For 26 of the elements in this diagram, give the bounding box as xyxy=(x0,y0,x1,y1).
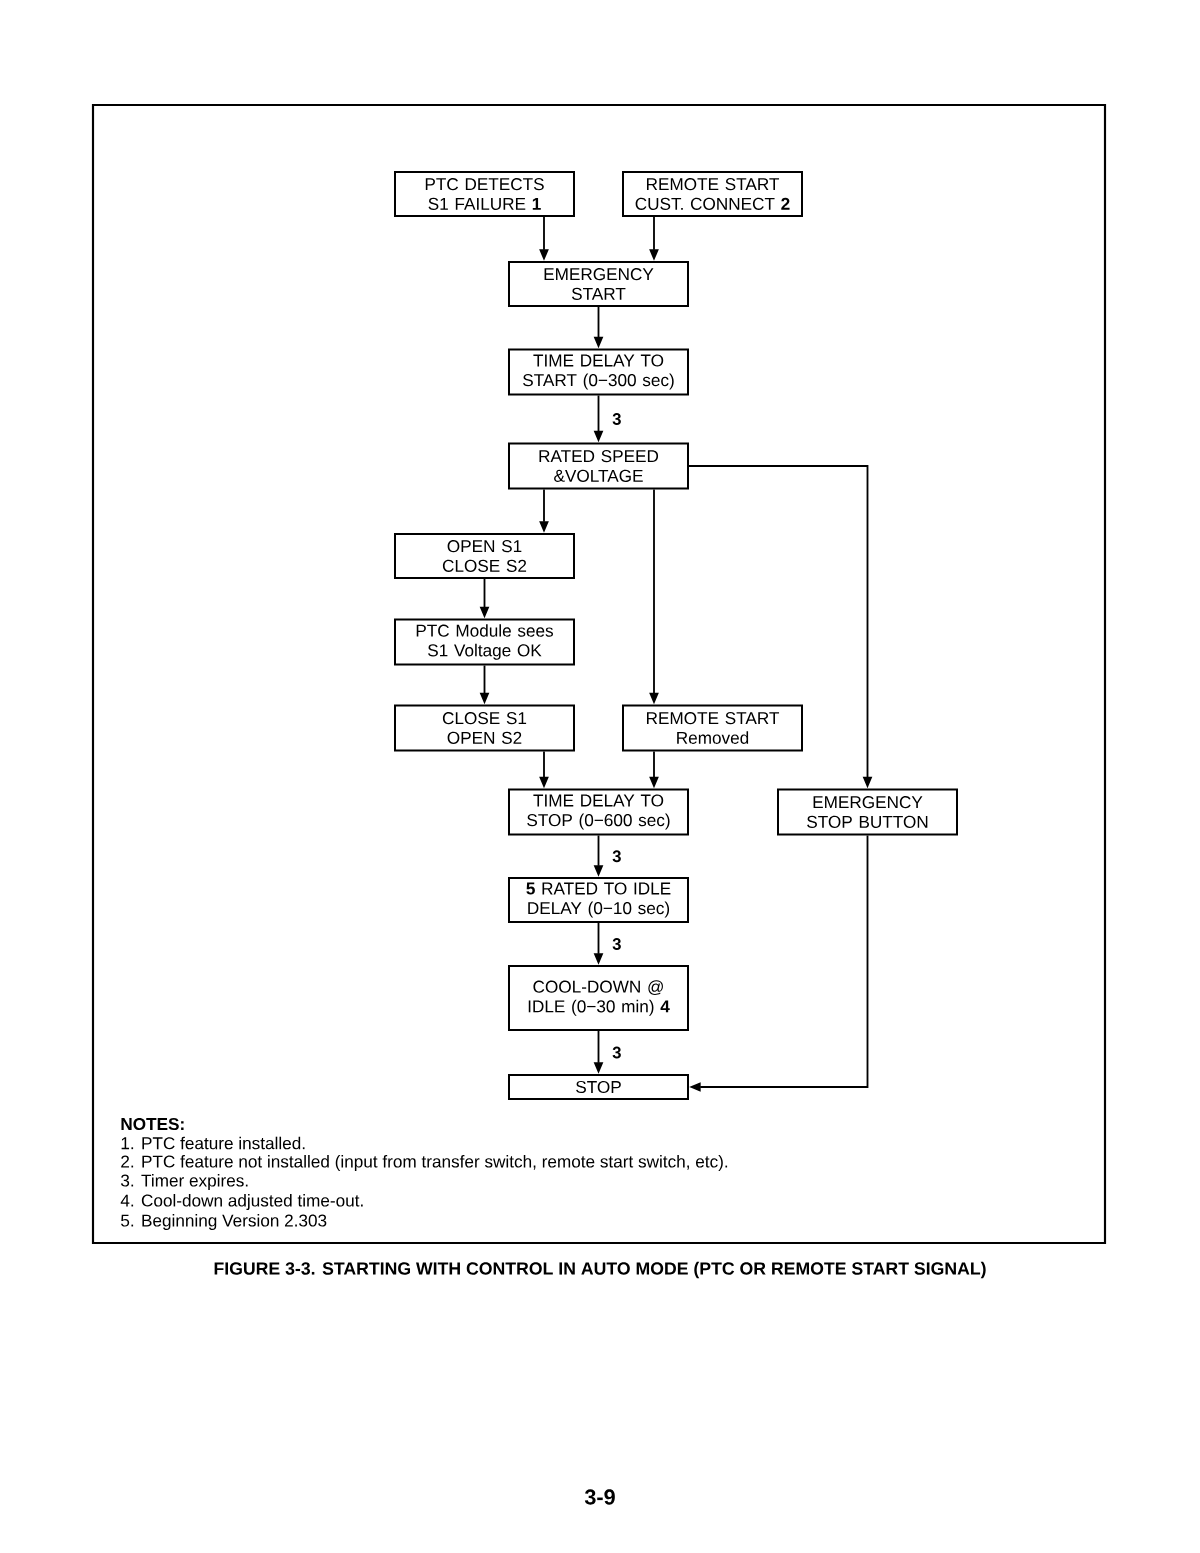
edge-label: 3 xyxy=(612,1046,621,1059)
note-text: 2. PTC feature not installed (input from transfer switch, remote start switch, etc). xyxy=(121,1155,728,1171)
note-text: 3. Timer expires. xyxy=(121,1174,248,1190)
process-box: CLOSE S1 OPEN S2 xyxy=(394,704,575,752)
process-box: REMOTE START Removed xyxy=(622,704,803,752)
notes-heading: NOTES: xyxy=(121,1117,184,1131)
figure-caption: FIGURE 3-3. STARTING WITH CONTROL IN AUTO MODE (PTC OR REMOTE START SIGNAL) xyxy=(214,1261,986,1279)
process-box: OPEN S1 CLOSE S2 xyxy=(394,533,575,579)
process-box: PTC Module sees S1 Voltage OK xyxy=(394,618,575,666)
process-box: RATED SPEED &VOLTAGE xyxy=(508,442,689,490)
process-box: EMERGENCY STOP BUTTON xyxy=(777,788,958,836)
process-box: TIME DELAY TO START (0−300 sec) xyxy=(508,348,689,396)
process-box: EMERGENCY START xyxy=(508,261,689,307)
process-box: STOP xyxy=(508,1074,689,1100)
process-box: TIME DELAY TO STOP (0−600 sec) xyxy=(508,788,689,836)
edge-label: 3 xyxy=(612,850,621,863)
note-text: 1. PTC feature installed. xyxy=(121,1136,305,1150)
process-box: COOL-DOWN @ IDLE (0−30 min) 4 xyxy=(508,965,689,1031)
process-box: REMOTE START CUST. CONNECT 2 xyxy=(622,171,803,217)
process-box: PTC DETECTS S1 FAILURE 1 xyxy=(394,171,575,217)
note-text: 4. Cool-down adjusted time-out. xyxy=(120,1194,363,1210)
edge-label: 3 xyxy=(612,413,621,425)
process-box: 5 RATED TO IDLE DELAY (0−10 sec) xyxy=(508,877,689,923)
note-text: 5. Beginning Version 2.303 xyxy=(121,1214,327,1230)
page-number: 3-9 xyxy=(584,1489,615,1505)
edge-label: 3 xyxy=(612,938,621,950)
